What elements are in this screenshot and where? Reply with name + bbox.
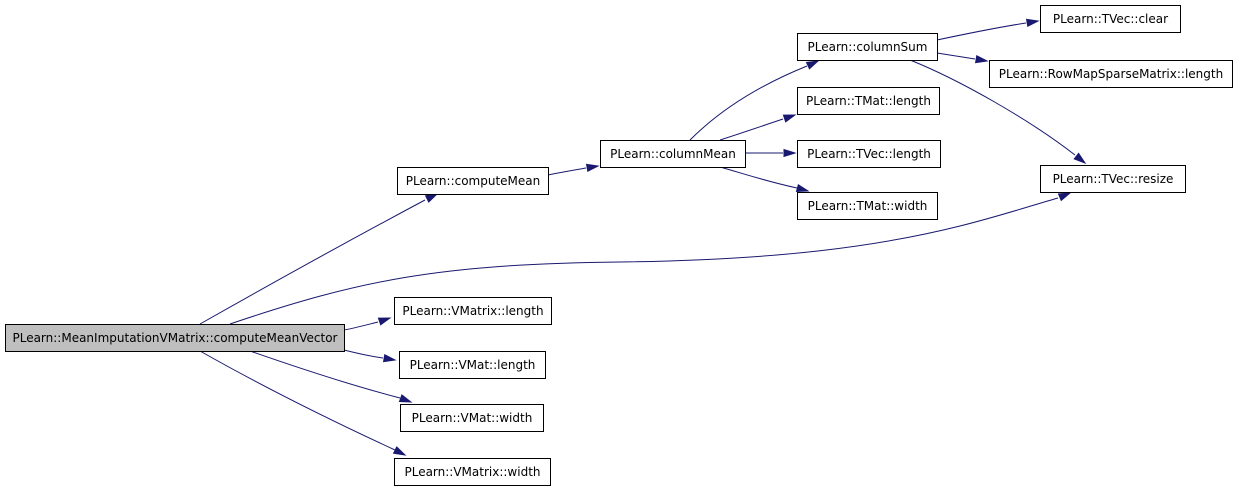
node-label: PLearn::TVec::length bbox=[807, 147, 931, 161]
edge-root-to-vmatWidth bbox=[249, 350, 413, 403]
node-box bbox=[399, 351, 546, 379]
edge-root-to-vmatrixLength bbox=[343, 317, 392, 331]
node-computeMean[interactable]: PLearn::computeMean bbox=[397, 167, 549, 195]
node-vmatWidth[interactable]: PLearn::VMat::width bbox=[400, 404, 544, 432]
arrowhead-icon bbox=[382, 353, 397, 363]
node-tvecLength[interactable]: PLearn::TVec::length bbox=[797, 140, 941, 168]
edge-columnMean-to-columnSum bbox=[689, 60, 820, 141]
node-vmatrixWidth[interactable]: PLearn::VMatrix::width bbox=[394, 458, 551, 486]
edge-columnMean-to-tmatLength bbox=[719, 114, 797, 141]
edge-columnMean-to-tvecLength bbox=[745, 148, 797, 158]
arrowhead-icon bbox=[392, 446, 407, 456]
node-tvecClear[interactable]: PLearn::TVec::clear bbox=[1040, 5, 1181, 33]
node-box bbox=[797, 192, 938, 220]
node-label: PLearn::VMatrix::length bbox=[402, 304, 543, 318]
node-label: PLearn::MeanImputationVMatrix::computeMe… bbox=[12, 331, 337, 345]
node-box bbox=[394, 297, 552, 325]
node-tvecResize[interactable]: PLearn::TVec::resize bbox=[1040, 165, 1186, 193]
node-rowmapLength[interactable]: PLearn::RowMapSparseMatrix::length bbox=[989, 60, 1233, 88]
node-label: PLearn::columnMean bbox=[610, 147, 736, 161]
node-label: PLearn::VMatrix::width bbox=[404, 465, 540, 479]
node-tmatWidth[interactable]: PLearn::TMat::width bbox=[797, 192, 938, 220]
arrowhead-icon bbox=[424, 193, 439, 203]
node-box bbox=[1040, 5, 1181, 33]
edge-root-to-tvecResize bbox=[229, 192, 1072, 325]
node-label: PLearn::TMat::length bbox=[806, 94, 931, 108]
node-box bbox=[797, 87, 940, 115]
node-tmatLength[interactable]: PLearn::TMat::length bbox=[797, 87, 940, 115]
arrowhead-icon bbox=[398, 394, 413, 403]
edge-columnSum-to-tvecResize bbox=[909, 59, 1087, 165]
node-box bbox=[397, 167, 549, 195]
node-vmatrixLength[interactable]: PLearn::VMatrix::length bbox=[394, 297, 552, 325]
edge-computeMean-to-columnMean bbox=[547, 163, 600, 176]
edge-columnSum-to-rowmapLength bbox=[936, 52, 989, 64]
node-label: PLearn::VMat::width bbox=[412, 411, 533, 425]
arrowhead-icon bbox=[974, 54, 989, 64]
node-label: PLearn::TVec::resize bbox=[1053, 172, 1174, 186]
edge-columnMean-to-tmatWidth bbox=[719, 166, 810, 193]
node-box bbox=[1040, 165, 1186, 193]
arrowhead-icon bbox=[377, 317, 392, 326]
node-label: PLearn::computeMean bbox=[406, 174, 541, 188]
edge-root-to-vmatrixWidth bbox=[199, 350, 407, 456]
node-box bbox=[797, 33, 938, 61]
arrowhead-icon bbox=[585, 163, 600, 173]
arrowhead-icon bbox=[1025, 18, 1040, 28]
node-columnMean[interactable]: PLearn::columnMean bbox=[600, 140, 746, 168]
node-box bbox=[400, 404, 544, 432]
node-label: PLearn::columnSum bbox=[808, 40, 928, 54]
nodes-layer: PLearn::MeanImputationVMatrix::computeMe… bbox=[5, 5, 1233, 486]
arrowhead-icon bbox=[783, 148, 797, 158]
node-label: PLearn::TVec::clear bbox=[1053, 12, 1168, 26]
arrowhead-icon bbox=[805, 60, 820, 70]
node-label: PLearn::TMat::width bbox=[808, 199, 928, 213]
arrowhead-icon bbox=[1073, 152, 1087, 165]
edges-layer bbox=[199, 18, 1087, 456]
arrowhead-icon bbox=[782, 114, 797, 123]
node-root[interactable]: PLearn::MeanImputationVMatrix::computeMe… bbox=[5, 324, 345, 352]
node-box bbox=[797, 140, 941, 168]
node-label: PLearn::VMat::length bbox=[410, 358, 536, 372]
edge-columnSum-to-tvecClear bbox=[936, 18, 1040, 41]
node-box bbox=[394, 458, 551, 486]
node-columnSum[interactable]: PLearn::columnSum bbox=[797, 33, 938, 61]
edge-root-to-vmatLength bbox=[343, 349, 397, 363]
node-vmatLength[interactable]: PLearn::VMat::length bbox=[399, 351, 546, 379]
arrowhead-icon bbox=[1057, 192, 1072, 202]
node-box bbox=[989, 60, 1233, 88]
arrowhead-icon bbox=[795, 183, 810, 193]
node-label: PLearn::RowMapSparseMatrix::length bbox=[999, 67, 1223, 81]
node-box bbox=[600, 140, 746, 168]
node-box bbox=[5, 324, 345, 352]
